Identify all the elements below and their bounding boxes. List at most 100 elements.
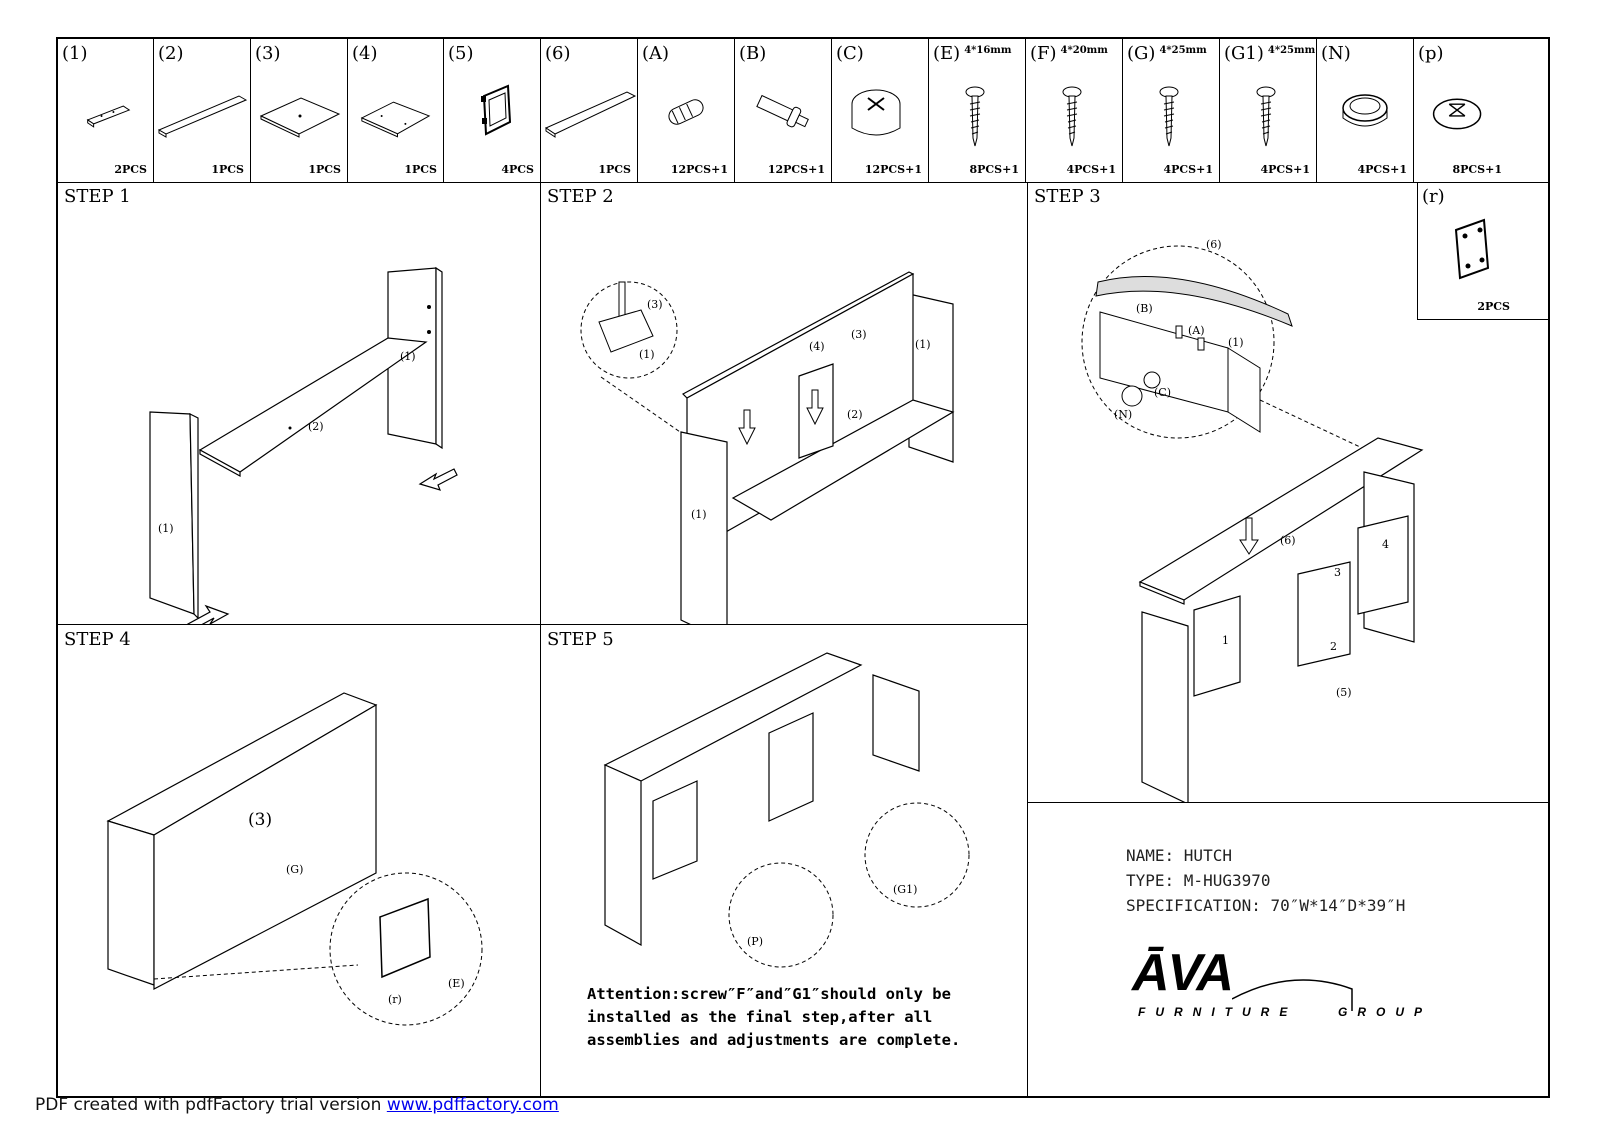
part-qty: 8PCS+1 — [969, 163, 1020, 176]
part-id-text: (B) — [739, 43, 767, 64]
mounting-plate-icon — [1454, 218, 1490, 280]
part-cell: (G1)4*25mm 4PCS+1 — [1220, 39, 1317, 182]
part-r-qty: 2PCS — [1477, 300, 1510, 313]
s3-A-label: (A) — [1188, 324, 1205, 337]
step-5-title: STEP 5 — [547, 629, 614, 650]
product-type: TYPE: M-HUG3970 — [1126, 871, 1271, 890]
instruction-sheet: (1)2PCS(2)1PCS(3)1PCS(4)1PCS(5)4PCS(6)1P… — [56, 37, 1550, 1098]
side-panel-icon — [86, 105, 131, 128]
step-1-panel: STEP 1 (1) (2) (1) — [58, 182, 540, 624]
step-5-panel: STEP 5 (P) (G1) Attention:screw″F″and″G1… — [541, 625, 1027, 1098]
dowel-icon — [668, 99, 704, 125]
part-id: (F)4*20mm — [1030, 43, 1108, 64]
part-cell: (C)12PCS+1 — [832, 39, 929, 182]
step-3-panel: STEP 3 (6) (B) (A) (1) (C) (N) — [1028, 182, 1424, 802]
part-id-text: (2) — [158, 43, 184, 64]
part-qty: 4PCS+1 — [1357, 163, 1408, 176]
s5-G1-label: (G1) — [893, 883, 917, 896]
part-id: (3) — [255, 43, 285, 64]
part-id-text: (G1) — [1224, 43, 1264, 64]
part-qty: 12PCS+1 — [767, 163, 825, 176]
s3-side-label: (1) — [1228, 336, 1244, 349]
divider — [540, 182, 541, 1098]
s5-P-label: (P) — [747, 935, 763, 948]
pdf-footer: PDF created with pdfFactory trial versio… — [35, 1095, 559, 1115]
part-id: (G)4*25mm — [1127, 43, 1207, 64]
s1-side-left-label: (1) — [158, 522, 174, 535]
part-r-label: (r) — [1422, 186, 1445, 207]
part-r-box: (r) 2PCS — [1417, 182, 1550, 320]
cap-ring-icon — [1342, 94, 1388, 127]
s1-side-right-label: (1) — [400, 350, 416, 363]
s3-top-label: (6) — [1280, 534, 1296, 547]
divider — [1027, 802, 1550, 803]
step-5-illustration: (P) (G1) — [603, 652, 970, 968]
logo-sub-group: GROUP — [1338, 1005, 1433, 1019]
part-cell: (4)1PCS — [348, 39, 444, 182]
part-id: (G1)4*25mm — [1224, 43, 1315, 64]
part-id: (5) — [448, 43, 478, 64]
product-info: NAME: HUTCH TYPE: M-HUG3970 SPECIFICATIO… — [1126, 843, 1405, 918]
cam-bolt-icon — [756, 94, 809, 128]
part-id: (C) — [836, 43, 868, 64]
step-3-title: STEP 3 — [1034, 186, 1101, 207]
part-id: (B) — [739, 43, 770, 64]
cap-cover-icon — [1432, 98, 1482, 130]
part-id-text: (4) — [352, 43, 378, 64]
cam-lock-icon — [851, 89, 901, 136]
part-id-text: (N) — [1321, 43, 1351, 64]
part-cell: (5) 4PCS — [444, 39, 541, 182]
s2-side-left-label: (1) — [691, 508, 707, 521]
step-1-title: STEP 1 — [64, 186, 131, 207]
part-size: 4*25mm — [1159, 45, 1207, 56]
part-id-text: (E) — [933, 43, 961, 64]
s4-back-label: (3) — [248, 810, 272, 830]
divider — [58, 624, 1028, 625]
s3-C-label: (C) — [1154, 386, 1171, 399]
step-4-panel: STEP 4 (3) (G) (r) (E) — [58, 625, 540, 1098]
attention-line-2: installed as the final step,after all — [587, 1008, 933, 1026]
part-qty: 1PCS — [308, 163, 341, 176]
part-id: (p) — [1418, 43, 1448, 64]
attention-note: Attention:screw″F″and″G1″should only be … — [587, 983, 960, 1052]
s3-B-label: (B) — [1136, 302, 1153, 315]
part-qty: 4PCS+1 — [1260, 163, 1311, 176]
part-id: (N) — [1321, 43, 1355, 64]
part-qty: 4PCS+1 — [1066, 163, 1117, 176]
screw-icon — [1062, 86, 1082, 147]
footer-link[interactable]: www.pdffactory.com — [386, 1095, 559, 1115]
part-cell: (p) 8PCS+1 — [1414, 39, 1508, 182]
s3-detail-top-label: (6) — [1206, 238, 1222, 251]
part-cell: (N) 4PCS+1 — [1317, 39, 1414, 182]
step-4-illustration: (3) (G) (r) (E) — [106, 692, 483, 1026]
step-4-title: STEP 4 — [64, 629, 131, 650]
small-panel-icon — [360, 101, 431, 138]
screw-icon — [1159, 86, 1179, 147]
s3-c1: 1 — [1222, 634, 1229, 647]
part-cell: (A)12PCS+1 — [638, 39, 735, 182]
s2-small-label: (4) — [809, 340, 825, 353]
part-id: (4) — [352, 43, 382, 64]
part-id: (6) — [545, 43, 575, 64]
step-2-panel: STEP 2 (3) (1) — [541, 182, 1027, 624]
logo-text: ĀVA — [1132, 944, 1234, 1002]
s2-shelf-label: (2) — [847, 408, 863, 421]
s4-r-label: (r) — [388, 993, 402, 1006]
part-qty: 2PCS — [114, 163, 147, 176]
step-2-illustration: (3) (1) (3) (4) (1) (2) — [580, 271, 955, 624]
s4-G-label: (G) — [286, 863, 303, 876]
part-id-text: (C) — [836, 43, 864, 64]
s2-detail-back-label: (3) — [647, 298, 663, 311]
part-qty: 4PCS — [501, 163, 534, 176]
part-qty: 8PCS+1 — [1452, 163, 1503, 176]
s3-N-label: (N) — [1114, 408, 1132, 421]
s2-detail-side-label: (1) — [639, 348, 655, 361]
part-id: (1) — [62, 43, 92, 64]
product-spec: SPECIFICATION: 70″W*14″D*39″H — [1126, 896, 1406, 915]
part-id-text: (1) — [62, 43, 88, 64]
logo-swoosh — [1232, 979, 1353, 1011]
part-id-text: (5) — [448, 43, 474, 64]
s2-side-right-label: (1) — [915, 338, 931, 351]
